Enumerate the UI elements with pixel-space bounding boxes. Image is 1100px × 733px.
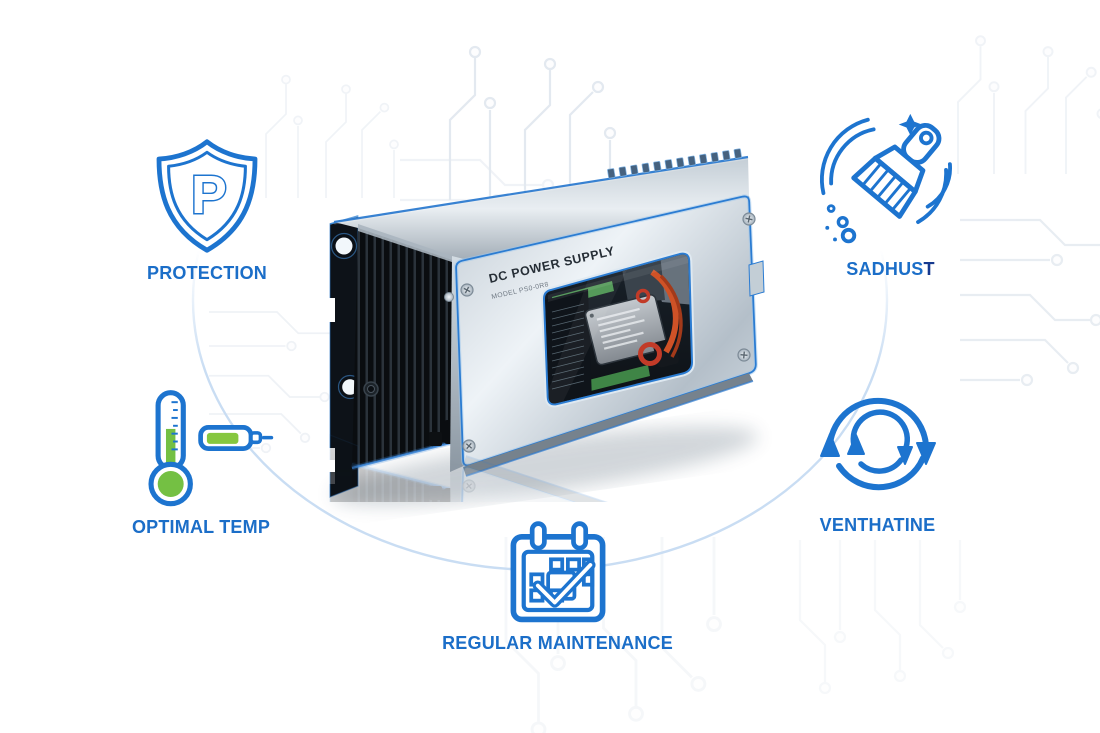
thermometer-battery-icon xyxy=(148,390,274,507)
maintenance-label: REGULAR MAINTENANCE xyxy=(442,633,673,653)
sparkle-icon xyxy=(898,113,922,136)
ventilation-label: VENTHATINE xyxy=(819,515,936,535)
feature-ventilation: VENTHATINE xyxy=(800,388,955,536)
shield-letter: P xyxy=(191,165,227,225)
dust-removal-label: SADHUST xyxy=(846,259,935,279)
cooling-teeth xyxy=(607,148,742,179)
window-internals xyxy=(544,254,692,404)
heatsink-fins xyxy=(351,224,464,471)
inspection-window xyxy=(541,250,695,408)
feature-protection: P PROTECTION xyxy=(132,136,282,284)
feature-dust-removal: SADHUST xyxy=(803,112,978,280)
chassis-top xyxy=(333,148,749,266)
feature-optimal-temp: OPTIMAL TEMP xyxy=(111,388,291,538)
cleaning-brush-icon xyxy=(819,113,952,244)
dust-particles xyxy=(824,204,856,244)
shield-p-icon: P xyxy=(156,139,258,253)
feature-maintenance: REGULAR MAINTENANCE xyxy=(442,518,673,654)
dc-power-supply-unit: DC POWER SUPPLY MODEL PS0-0R8 xyxy=(328,148,765,498)
protection-label: PROTECTION xyxy=(146,263,267,283)
optimal-temp-label: OPTIMAL TEMP xyxy=(131,517,271,537)
panel-screws xyxy=(363,212,756,453)
air-circulation-icon xyxy=(819,397,936,491)
hex-screw xyxy=(363,381,379,397)
calendar-check-icon xyxy=(510,521,605,623)
